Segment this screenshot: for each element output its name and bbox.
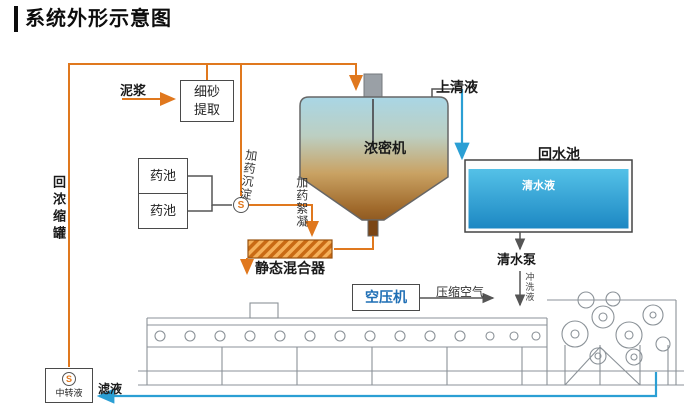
- dosing-pump-icon: S: [233, 197, 249, 213]
- transfer-pump-icon: S: [62, 371, 76, 386]
- return-pool-tank: [464, 159, 633, 233]
- flush-liquid-label: 冲洗液: [524, 272, 535, 302]
- supernatant-label: 上清液: [436, 79, 478, 95]
- mud-label: 泥浆: [120, 83, 147, 98]
- chem-pool-1-label: 药池: [149, 168, 176, 184]
- page-title: 系统外形示意图: [14, 6, 172, 32]
- static-mixer-shape: [247, 239, 333, 259]
- air-compressor-box: 空压机: [352, 284, 420, 311]
- return-pool-label: 回水池: [538, 146, 580, 162]
- dosing-flocculation-label: 加药絮凝: [294, 176, 309, 228]
- transfer-liquid-label: 中转液: [55, 387, 83, 398]
- fine-sand-extraction-label-line2: 提取: [193, 102, 220, 117]
- compressed-air-label: 压缩空气: [436, 285, 485, 299]
- chem-pool-2-box: 药池: [138, 193, 188, 229]
- clear-water-label: 清水液: [522, 180, 555, 192]
- transfer-liquid-box: S 中转液: [45, 368, 93, 403]
- fine-sand-extraction-label-line1: 细砂: [193, 84, 220, 100]
- chem-pool-1-box: 药池: [138, 158, 188, 194]
- water-lines: [96, 89, 658, 404]
- thickener-tank: [299, 73, 449, 237]
- belt-filter-press-drawing: [138, 291, 684, 386]
- pump-symbol: S: [65, 373, 72, 384]
- static-mixer-label: 静态混合器: [255, 260, 325, 276]
- filtrate-label: 滤液: [98, 382, 123, 396]
- fine-sand-extraction-box: 细砂 提取: [180, 80, 234, 122]
- service-lines: [188, 88, 526, 307]
- thickener-label: 浓密机: [364, 140, 406, 156]
- slurry-lines: [68, 63, 374, 367]
- clear-water-pump-label: 清水泵: [497, 252, 537, 267]
- pump-symbol: S: [237, 199, 245, 211]
- air-compressor-label: 空压机: [365, 289, 407, 306]
- chem-pool-2-label: 药池: [149, 203, 176, 219]
- return-to-thickener-label: 回浓缩罐: [50, 175, 66, 243]
